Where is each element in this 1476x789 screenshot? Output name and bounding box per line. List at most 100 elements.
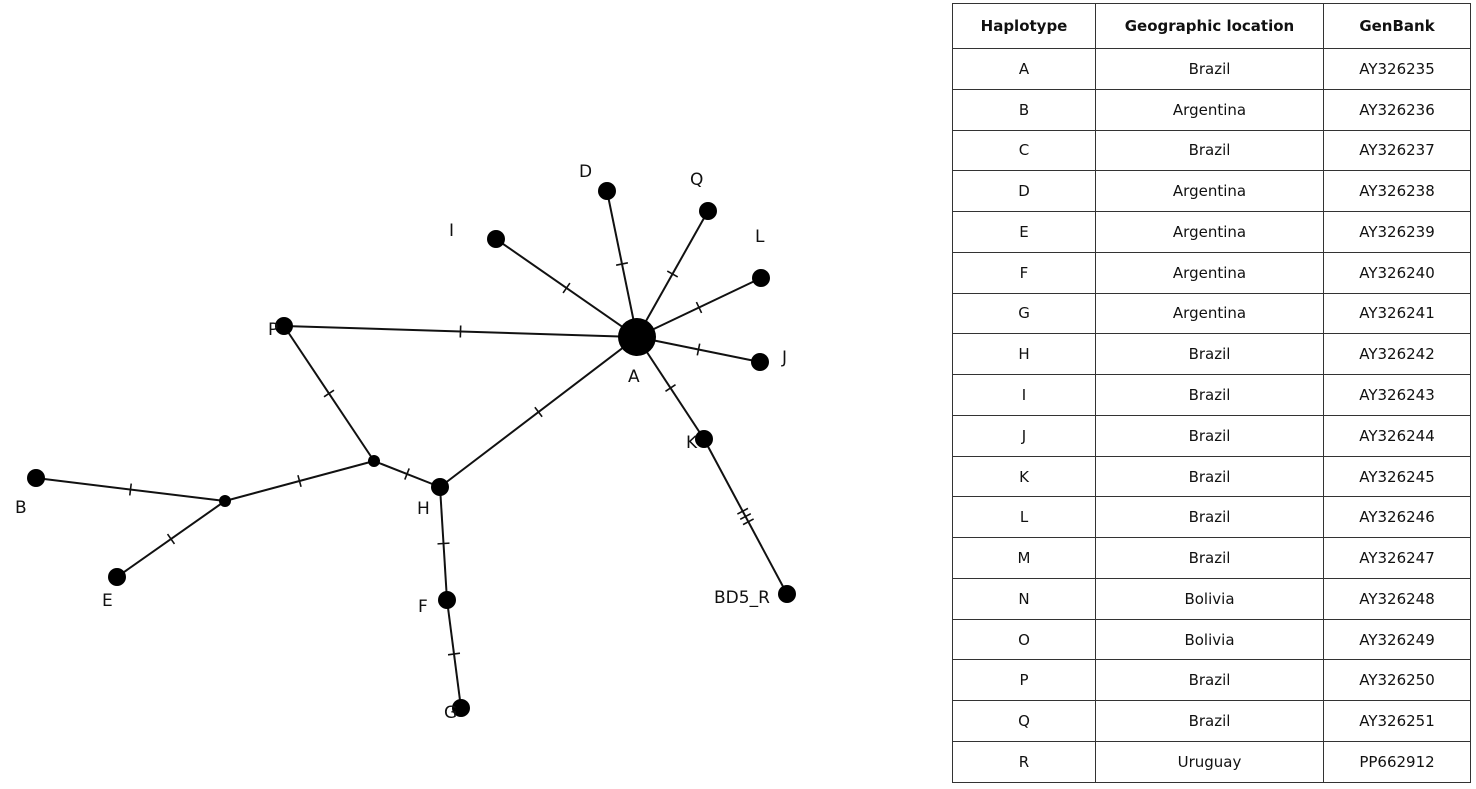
cell-haplotype: I (952, 374, 1096, 416)
node-h (431, 478, 449, 496)
cell-haplotype: F (952, 251, 1096, 294)
node-label-a: A (628, 367, 640, 387)
cell-genbank: AY326239 (1323, 211, 1471, 253)
cell-location: Uruguay (1095, 741, 1324, 783)
node-b (27, 469, 45, 487)
cell-genbank: AY326243 (1323, 374, 1471, 416)
cell-location: Argentina (1095, 292, 1324, 335)
node-i (487, 230, 505, 248)
node-label-q: Q (690, 170, 703, 190)
cell-haplotype: E (952, 211, 1096, 253)
mutation-tick (404, 468, 410, 480)
mutation-tick (128, 483, 133, 496)
cell-genbank: AY326236 (1323, 88, 1471, 131)
cell-location: Brazil (1095, 48, 1324, 90)
cell-haplotype: M (952, 537, 1096, 579)
node-label-f: F (418, 597, 428, 617)
header-genbank: GenBank (1323, 3, 1471, 49)
mutation-tick (742, 518, 754, 526)
cell-genbank: AY326244 (1323, 414, 1471, 457)
cell-haplotype: L (952, 496, 1096, 539)
mutation-tick (447, 652, 461, 656)
node-label-k: K (686, 433, 698, 453)
cell-haplotype: O (952, 618, 1096, 661)
cell-haplotype: P (952, 659, 1096, 702)
cell-location: Brazil (1095, 455, 1324, 498)
node-j (751, 353, 769, 371)
cell-haplotype: G (952, 292, 1096, 335)
mutation-tick (737, 507, 749, 515)
cell-location: Brazil (1095, 537, 1324, 579)
table-header-row: Haplotype Geographic location GenBank (952, 3, 1471, 49)
node-d (598, 182, 616, 200)
node-label-b: B (15, 498, 27, 518)
mutation-tick (696, 343, 701, 356)
cell-genbank: AY326249 (1323, 618, 1471, 661)
mutation-tick (562, 282, 571, 294)
node-f (438, 591, 456, 609)
mutation-tick (534, 406, 543, 418)
cell-haplotype: K (952, 455, 1096, 498)
cell-haplotype: B (952, 88, 1096, 131)
cell-haplotype: D (952, 170, 1096, 213)
node-label-j: J (781, 348, 787, 368)
cell-genbank: AY326240 (1323, 251, 1471, 294)
cell-haplotype: C (952, 129, 1096, 172)
node-l (752, 269, 770, 287)
cell-genbank: AY326237 (1323, 129, 1471, 172)
cell-haplotype: A (952, 48, 1096, 90)
cell-location: Argentina (1095, 211, 1324, 253)
cell-location: Bolivia (1095, 618, 1324, 661)
header-geographic-location: Geographic location (1095, 3, 1324, 49)
cell-genbank: AY326248 (1323, 577, 1471, 620)
node-label-g: G (444, 703, 457, 723)
node-label-h: H (417, 499, 430, 519)
cell-location: Brazil (1095, 496, 1324, 539)
cell-location: Brazil (1095, 414, 1324, 457)
cell-genbank: AY326246 (1323, 496, 1471, 539)
cell-haplotype: R (952, 741, 1096, 783)
node-e (108, 568, 126, 586)
median-vector-node (219, 495, 231, 507)
mutation-tick (437, 542, 450, 545)
cell-genbank: AY326241 (1323, 292, 1471, 335)
cell-location: Argentina (1095, 88, 1324, 131)
cell-location: Brazil (1095, 659, 1324, 702)
cell-haplotype: J (952, 414, 1096, 457)
median-vector-node (368, 455, 380, 467)
cell-haplotype: H (952, 333, 1096, 376)
cell-genbank: PP662912 (1323, 741, 1471, 783)
mutation-tick (665, 384, 676, 392)
cell-genbank: AY326250 (1323, 659, 1471, 702)
node-bd5_r (778, 585, 796, 603)
cell-location: Argentina (1095, 170, 1324, 213)
cell-genbank: AY326251 (1323, 700, 1471, 743)
node-label-l: L (755, 227, 765, 247)
node-label-p: P (268, 320, 278, 340)
node-q (699, 202, 717, 220)
cell-location: Brazil (1095, 374, 1324, 416)
cell-genbank: AY326245 (1323, 455, 1471, 498)
mutation-tick (166, 533, 176, 545)
node-g (452, 699, 470, 717)
node-label-bd5_r: BD5_R (714, 588, 770, 608)
mutation-tick (739, 512, 752, 521)
node-a (618, 318, 656, 356)
